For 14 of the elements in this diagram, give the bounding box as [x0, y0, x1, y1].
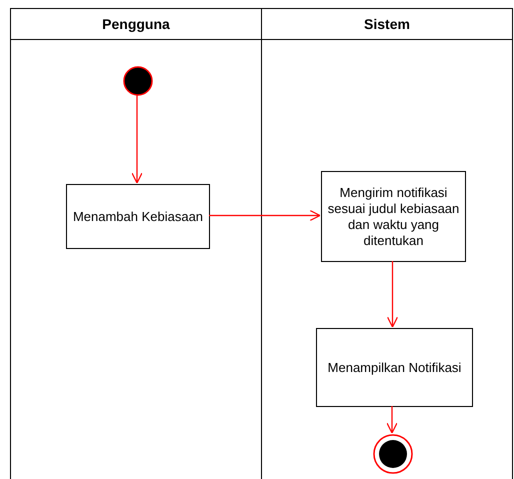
activity-label: Mengirim notifikasi sesuai judul kebiasaan dan waktu yang ditentukan: [326, 184, 460, 248]
activity-label: Menambah Kebiasaan: [72, 208, 204, 224]
swimlane: [261, 8, 513, 479]
lane-title: Sistem: [364, 16, 410, 32]
arrow: [131, 95, 143, 184]
arrow: [386, 406, 398, 434]
arrow: [386, 261, 398, 328]
swimlane: [10, 8, 262, 479]
lane-title: Pengguna: [102, 16, 170, 32]
activity-box: [66, 184, 210, 249]
activity-box: [321, 171, 466, 262]
arrow: [209, 210, 321, 222]
activity-label: Menampilkan Notifikasi: [328, 360, 462, 376]
activity-box: [316, 328, 473, 407]
